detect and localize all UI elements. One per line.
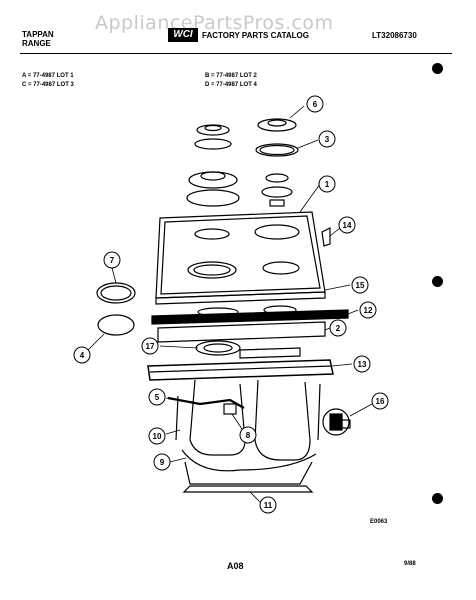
callout-6: 6 <box>306 95 324 113</box>
svg-text:2: 2 <box>336 324 341 333</box>
lot-a: A = 77-4987 LOT 1 <box>22 73 74 79</box>
svg-text:16: 16 <box>376 397 385 406</box>
svg-text:12: 12 <box>364 306 373 315</box>
watermark-text: AppliancePartsPros.com <box>95 12 334 34</box>
callout-2: 2 <box>329 319 347 337</box>
lot-b: B = 77-4987 LOT 2 <box>205 73 257 79</box>
catalog-title: FACTORY PARTS CATALOG <box>202 31 309 40</box>
svg-text:7: 7 <box>110 256 115 265</box>
binder-hole-middle <box>432 276 443 287</box>
svg-text:6: 6 <box>313 100 318 109</box>
burner-tubes <box>175 379 321 485</box>
callout-11: 11 <box>259 496 277 514</box>
lot-c: C = 77-4987 LOT 3 <box>22 82 74 88</box>
svg-text:11: 11 <box>264 501 273 510</box>
page-number: A08 <box>227 561 244 571</box>
callout-4: 4 <box>73 346 91 364</box>
catalog-date: 9/88 <box>404 561 416 567</box>
callout-17: 17 <box>141 337 159 355</box>
callout-10: 10 <box>148 427 166 445</box>
callout-9: 9 <box>153 453 171 471</box>
callout-13: 13 <box>353 355 371 373</box>
callout-7: 7 <box>103 251 121 269</box>
svg-text:13: 13 <box>358 360 367 369</box>
svg-text:17: 17 <box>146 342 155 351</box>
brand-line-2: RANGE <box>22 39 51 48</box>
drawing-code: E0063 <box>370 519 388 525</box>
wci-logo: WCI <box>168 28 198 42</box>
disc-part-4 <box>97 314 135 336</box>
brand-line-1: TAPPAN <box>22 30 54 39</box>
binder-hole-top <box>432 63 443 74</box>
lot-d: D = 77-4987 LOT 4 <box>205 82 257 88</box>
burner-cap-left <box>194 124 232 150</box>
burner-cap-right <box>255 118 299 157</box>
callout-16: 16 <box>371 392 389 410</box>
svg-text:9: 9 <box>160 458 165 467</box>
binder-hole-bottom <box>432 493 443 504</box>
igniter-part-16 <box>322 408 351 436</box>
clip-part-14 <box>321 227 331 247</box>
burner-base <box>195 340 301 359</box>
svg-text:1: 1 <box>325 180 330 189</box>
svg-text:4: 4 <box>80 351 85 360</box>
svg-text:14: 14 <box>343 221 352 230</box>
callout-12: 12 <box>359 301 377 319</box>
svg-text:10: 10 <box>153 432 162 441</box>
header-rule <box>20 53 452 54</box>
callout-5: 5 <box>148 388 166 406</box>
burner-box-front <box>157 321 326 343</box>
svg-text:8: 8 <box>246 431 251 440</box>
callout-14: 14 <box>338 216 356 234</box>
igniter-8 <box>223 403 237 415</box>
model-number: LT32086730 <box>372 31 417 40</box>
bottom-bracket <box>182 485 314 493</box>
svg-text:3: 3 <box>325 135 330 144</box>
callout-8: 8 <box>239 426 257 444</box>
bracket-5 <box>167 396 245 409</box>
svg-text:5: 5 <box>155 393 160 402</box>
callout-15: 15 <box>351 276 369 294</box>
trim-strip <box>155 291 326 305</box>
cooktop-panel <box>155 211 326 299</box>
burner-large-left <box>186 171 240 207</box>
callout-1: 1 <box>318 175 336 193</box>
svg-text:15: 15 <box>356 281 365 290</box>
manifold-bar <box>147 359 334 381</box>
burner-small-right <box>261 173 293 207</box>
front-trim-rail <box>151 309 349 325</box>
callout-3: 3 <box>318 130 336 148</box>
